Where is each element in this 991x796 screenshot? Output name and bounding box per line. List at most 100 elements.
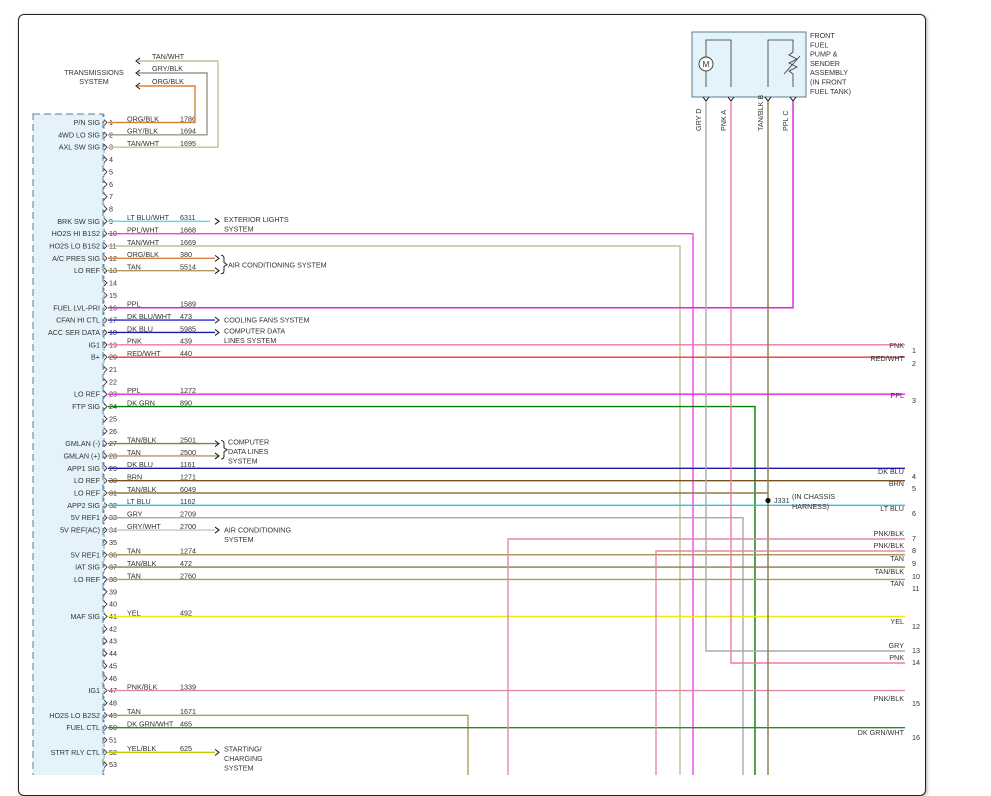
right-connector-pin: 14 [912, 658, 920, 667]
pin-number: 26 [109, 427, 117, 436]
pin-marker [103, 316, 108, 324]
pin-marker [103, 168, 108, 176]
right-connector-pin: 9 [912, 559, 916, 568]
signal-label: LO REF [74, 266, 101, 275]
pin-marker [103, 477, 108, 484]
system-reference-label: AIR CONDITIONING SYSTEM [228, 260, 327, 269]
wire-pin3 [108, 60, 219, 148]
system-arrow [214, 526, 220, 534]
right-connector-pin: 15 [912, 699, 920, 708]
signal-label: 5V REF1 [71, 513, 100, 522]
signal-label: LO REF [74, 390, 101, 399]
wire-color-label: PNK [127, 337, 142, 346]
right-connector-pin: 13 [912, 646, 920, 655]
circuit-number: 2709 [180, 510, 196, 519]
right-wire-label: BRN [889, 479, 904, 488]
pin-marker [103, 526, 108, 534]
transmission-arrow [135, 82, 141, 90]
pump-pin-arrow [702, 96, 710, 102]
right-connector-pin: 2 [912, 359, 916, 368]
signal-label: GMLAN (-) [65, 439, 100, 448]
pin-number: 43 [109, 637, 117, 646]
circuit-number: 1694 [180, 127, 196, 136]
signal-label: LO REF [74, 476, 101, 485]
system-reference-label: LINES SYSTEM [224, 336, 276, 345]
fuel-pump-label: FUEL TANK) [810, 87, 851, 96]
signal-label: 5V REF(AC) [60, 526, 100, 535]
signal-label: IG1 [88, 340, 100, 349]
pin-number: 35 [109, 538, 117, 547]
circuit-number: 1271 [180, 472, 196, 481]
pin-marker [103, 292, 108, 299]
pin-marker [103, 699, 108, 707]
pin-marker [103, 749, 108, 756]
pin-marker [103, 329, 108, 336]
system-reference-label: COOLING FANS SYSTEM [224, 316, 309, 325]
wire-color-label: DK BLU [127, 324, 153, 333]
pin-number: 15 [109, 291, 117, 300]
system-reference-label: AIR CONDITIONING [224, 526, 291, 535]
signal-label: MAF SIG [70, 612, 100, 621]
circuit-number: 492 [180, 608, 192, 617]
system-arrow [214, 267, 220, 275]
wire-color-label: RED/WHT [127, 349, 161, 358]
system-arrow [214, 316, 220, 324]
wire-color-label: ORG/BLK [127, 250, 159, 259]
pin-marker [103, 341, 108, 349]
circuit-number: 1786 [180, 114, 196, 123]
pin-marker [103, 687, 108, 694]
transmission-wire-label: TAN/WHT [152, 52, 185, 61]
right-wire-label: PNK [889, 653, 904, 662]
wire-pin49 [108, 714, 469, 775]
right-wire-label: RED/WHT [870, 354, 904, 363]
transmission-arrow [135, 69, 141, 77]
pin-marker [103, 551, 108, 559]
pin-marker [103, 242, 108, 250]
circuit-number: 5514 [180, 263, 196, 272]
pin-marker [103, 131, 108, 139]
pin-marker [103, 761, 108, 768]
pin-marker [103, 267, 108, 274]
pin-marker [103, 230, 108, 237]
system-reference-label: CHARGING [224, 754, 263, 763]
wire-pin33 [108, 517, 744, 775]
circuit-number: 465 [180, 719, 192, 728]
system-reference-label: SYSTEM [224, 763, 254, 772]
wire-color-label: DK GRN/WHT [127, 719, 174, 728]
circuit-number: 472 [180, 559, 192, 568]
pin-marker [103, 514, 108, 521]
pin-marker [103, 403, 108, 410]
right-wire-label: PNK/BLK [874, 541, 905, 550]
pin-marker [103, 366, 108, 373]
wire-pump-gry [705, 101, 905, 652]
wire-pin24 [108, 405, 756, 775]
right-connector-pin: 8 [912, 546, 916, 555]
wire-color-label: TAN [127, 547, 141, 556]
pin-marker [103, 465, 108, 472]
right-wire-label: LT BLU [880, 504, 904, 513]
wire-color-label: ORG/BLK [127, 114, 159, 123]
signal-label: APP1 SIG [67, 464, 100, 473]
circuit-number: 380 [180, 250, 192, 259]
fuel-pump-label: (IN FRONT [810, 78, 847, 87]
circuit-number: 2760 [180, 571, 196, 580]
wire-color-label: DK BLU/WHT [127, 312, 172, 321]
right-connector-pin: 11 [912, 584, 919, 593]
pin-marker [103, 304, 108, 312]
system-arrow [214, 254, 220, 262]
wire-color-label: PPL/WHT [127, 225, 160, 234]
circuit-number: 2501 [180, 435, 196, 444]
system-arrow [214, 217, 220, 225]
system-reference-label: SYSTEM [228, 457, 258, 466]
pin-number: 21 [109, 365, 117, 374]
pin-marker [103, 736, 108, 744]
motor-icon [698, 56, 714, 72]
circuit-number: 890 [180, 398, 192, 407]
wire-color-label: DK GRN [127, 398, 155, 407]
wire-color-label: GRY [127, 510, 143, 519]
wire-color-label: TAN/BLK [127, 435, 157, 444]
pin-marker [103, 279, 108, 287]
pin-number: 53 [109, 760, 117, 769]
circuit-number: 1668 [180, 225, 196, 234]
right-connector-pin: 7 [912, 534, 916, 543]
